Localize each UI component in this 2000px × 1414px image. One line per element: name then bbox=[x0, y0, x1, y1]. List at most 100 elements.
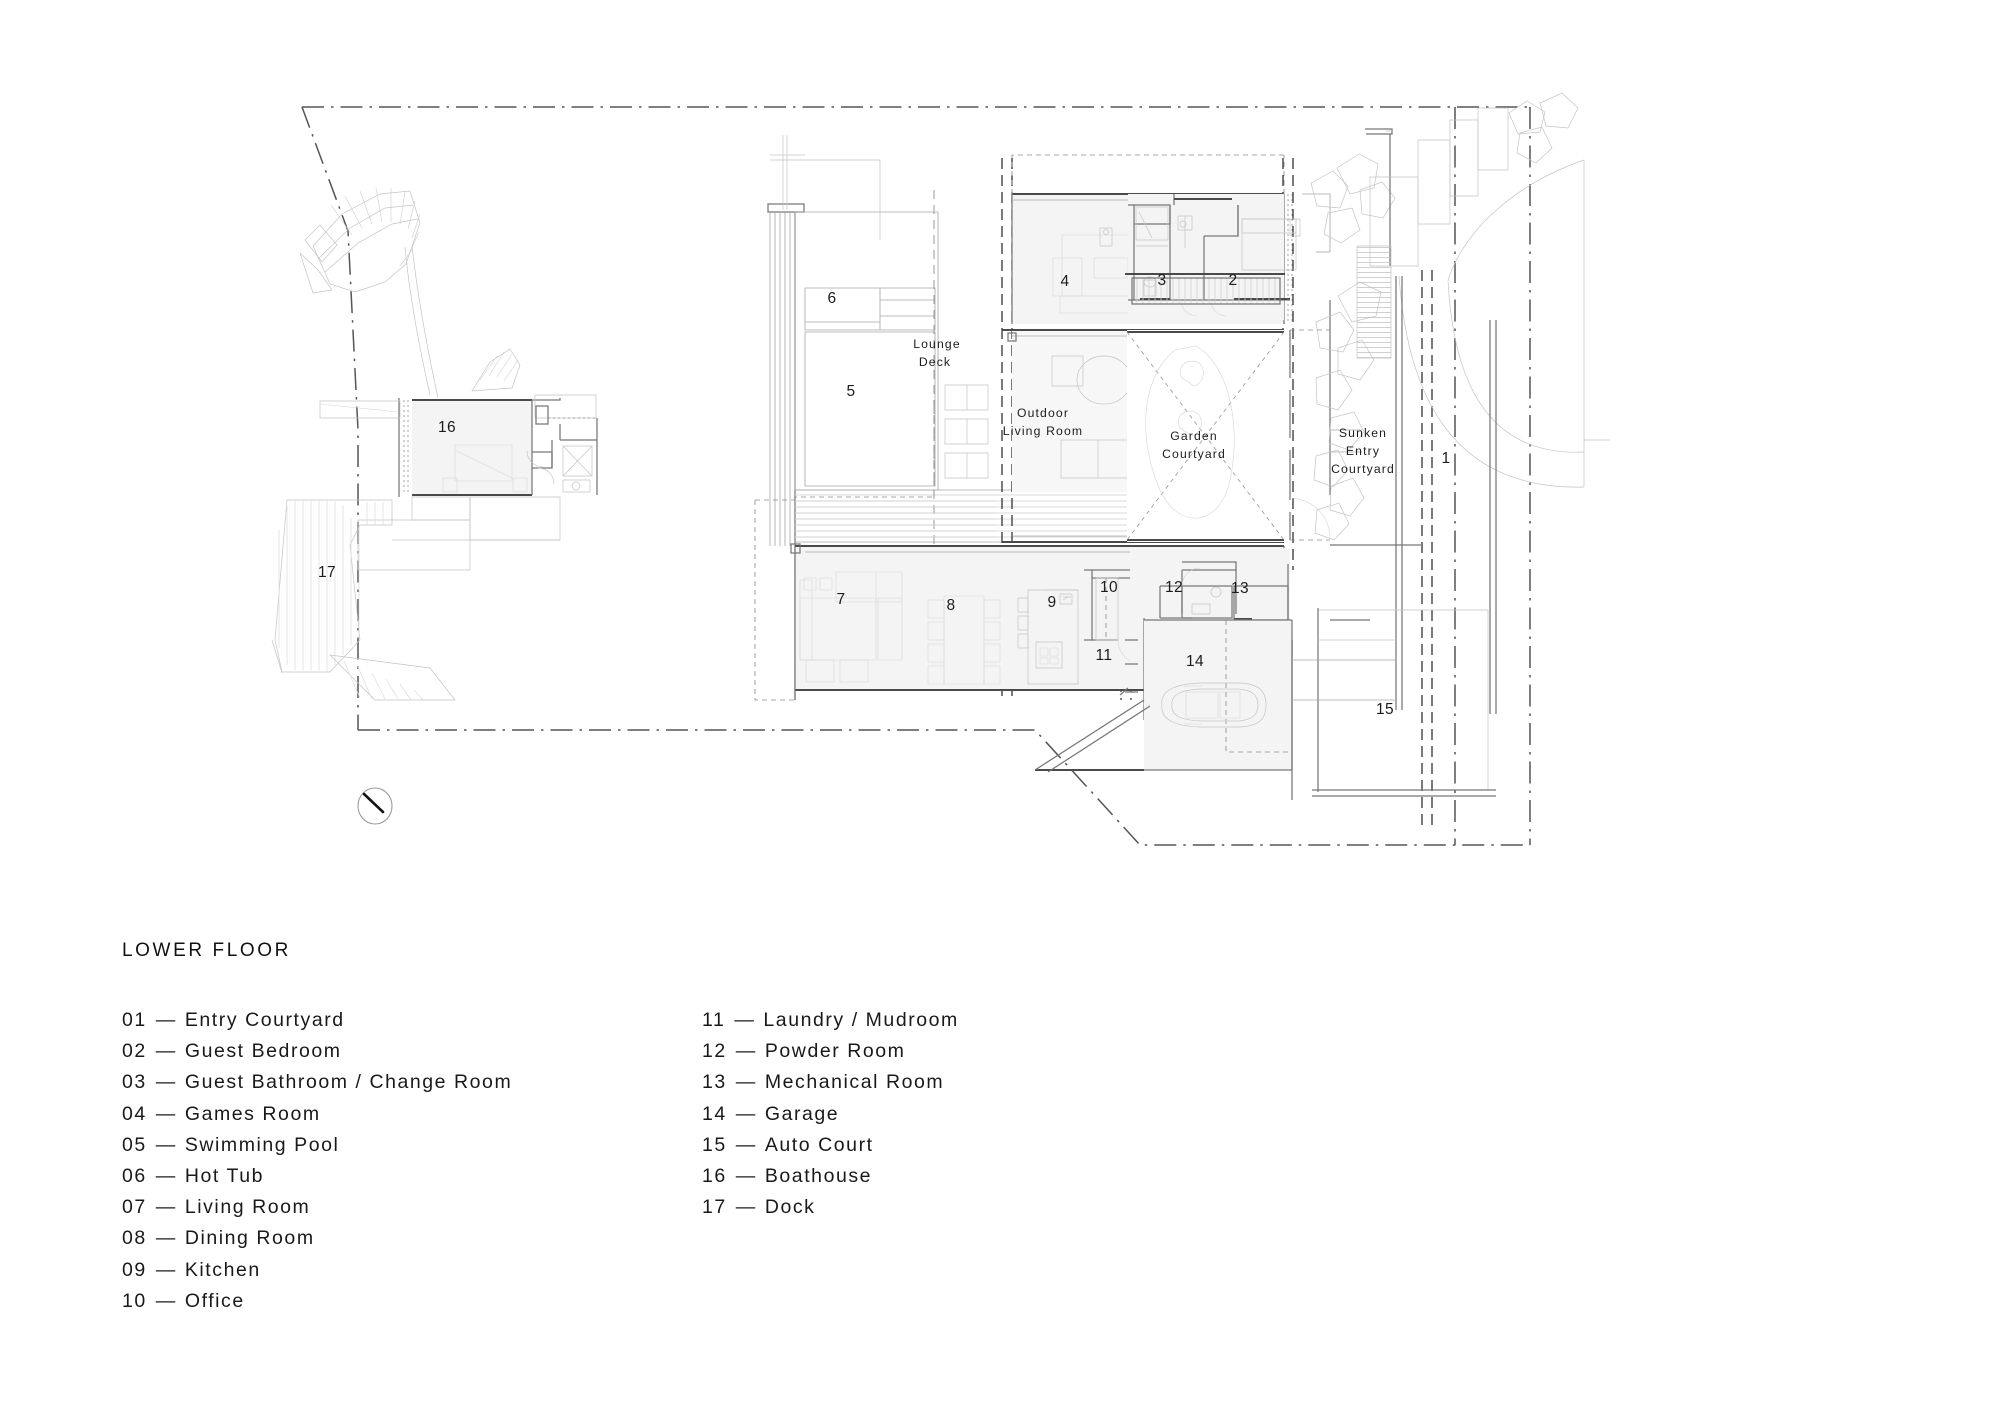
legend-item-number: 02 bbox=[122, 1040, 147, 1063]
legend-item-label: Guest Bedroom bbox=[184, 1040, 342, 1063]
room-tag-8: 8 bbox=[946, 597, 955, 614]
legend-item-label: Dining Room bbox=[184, 1227, 315, 1250]
legend-title: LOWER FLOOR bbox=[122, 940, 292, 961]
legend-item: 15 — Auto Court bbox=[702, 1130, 1282, 1161]
legend-item-dash: — bbox=[735, 1040, 757, 1063]
legend-item-dash: — bbox=[735, 1196, 757, 1219]
legend-item-number: 11 bbox=[702, 1009, 726, 1031]
legend-item: 16 — Boathouse bbox=[702, 1161, 1282, 1192]
legend-item-number: 10 bbox=[122, 1289, 147, 1312]
legend-item-label: Office bbox=[184, 1289, 245, 1312]
legend-item-dash: — bbox=[155, 1196, 177, 1219]
label-garden-courtyard-line1: Garden bbox=[1170, 429, 1218, 443]
label-lounge-deck-line2: Deck bbox=[919, 355, 951, 369]
entry-courtyard-drive bbox=[1356, 92, 1610, 714]
legend-block: LOWER FLOOR 01 — Entry Courtyard 02 — Gu… bbox=[122, 940, 1322, 1317]
legend-item: 12 — Powder Room bbox=[702, 1036, 1282, 1067]
legend-item: 07 — Living Room bbox=[122, 1192, 702, 1223]
legend-item-number: 06 bbox=[122, 1165, 147, 1188]
room-tag-17: 17 bbox=[318, 564, 336, 581]
room-tag-2: 2 bbox=[1228, 272, 1237, 289]
legend-item: 10 — Office bbox=[122, 1286, 702, 1317]
legend-item: 13 — Mechanical Room bbox=[702, 1067, 1282, 1098]
legend-item-number: 15 bbox=[702, 1133, 727, 1156]
entry-corridor bbox=[1289, 193, 1362, 540]
legend-item-dash: — bbox=[735, 1102, 757, 1125]
legend-item-label: Games Room bbox=[184, 1102, 321, 1125]
legend-item: 17 — Dock bbox=[702, 1192, 1282, 1223]
floor-plan-drawing: 6 5 4 3 2 1 7 8 9 10 11 12 13 14 15 16 1… bbox=[271, 92, 1610, 846]
site-walls-right bbox=[1291, 640, 1396, 800]
room-tag-14: 14 bbox=[1186, 653, 1204, 670]
label-sunken-entry-line2: Entry bbox=[1346, 444, 1380, 458]
legend-columns: 01 — Entry Courtyard 02 — Guest Bedroom … bbox=[122, 1005, 1322, 1317]
legend-item: 06 — Hot Tub bbox=[122, 1161, 702, 1192]
pool-deck-hatch bbox=[795, 400, 995, 542]
site-boundary bbox=[301, 106, 1531, 846]
car-symbol bbox=[1161, 682, 1267, 728]
lounge-deck-furniture bbox=[944, 384, 989, 479]
legend-item-label: Guest Bathroom / Change Room bbox=[184, 1071, 513, 1094]
legend-item-label: Dock bbox=[764, 1196, 816, 1219]
label-outdoor-living-line1: Outdoor bbox=[1017, 406, 1069, 420]
legend-item-dash: — bbox=[155, 1009, 177, 1031]
legend-item: 08 — Dining Room bbox=[122, 1223, 702, 1254]
sunken-entry-courtyard bbox=[1310, 153, 1422, 621]
legend-item-label: Mechanical Room bbox=[764, 1071, 945, 1094]
legend-item-dash: — bbox=[155, 1165, 177, 1188]
room-tag-16: 16 bbox=[438, 419, 456, 436]
room-tag-3: 3 bbox=[1157, 272, 1166, 289]
legend-item-dash: — bbox=[735, 1071, 757, 1094]
legend-item-number: 12 bbox=[702, 1040, 727, 1063]
legend-item-dash: — bbox=[155, 1040, 177, 1063]
legend-item-label: Boathouse bbox=[764, 1165, 873, 1188]
room-tag-15: 15 bbox=[1376, 701, 1394, 718]
room-tag-12: 12 bbox=[1165, 579, 1183, 596]
legend-item: 01 — Entry Courtyard bbox=[122, 1005, 702, 1036]
legend-item-number: 05 bbox=[122, 1133, 147, 1156]
legend-item: 09 — Kitchen bbox=[122, 1255, 702, 1286]
room-tag-9: 9 bbox=[1047, 594, 1056, 611]
legend-item-label: Hot Tub bbox=[184, 1165, 264, 1188]
legend-item-label: Kitchen bbox=[184, 1258, 261, 1281]
legend-item-number: 14 bbox=[702, 1102, 727, 1125]
legend-item-dash: — bbox=[734, 1009, 756, 1031]
legend-column-right: 11 — Laundry / Mudroom 12 — Powder Room … bbox=[702, 1005, 1282, 1223]
room-tag-11: 11 bbox=[1096, 647, 1113, 664]
legend-item-dash: — bbox=[155, 1133, 177, 1156]
legend-item-label: Laundry / Mudroom bbox=[763, 1009, 959, 1031]
room-tag-10: 10 bbox=[1100, 579, 1118, 596]
room-tag-6: 6 bbox=[827, 290, 836, 307]
legend-item-label: Swimming Pool bbox=[184, 1133, 340, 1156]
room-tag-13: 13 bbox=[1231, 580, 1249, 597]
legend-item-number: 17 bbox=[702, 1196, 727, 1219]
service-wing bbox=[1034, 548, 1293, 773]
legend-item-number: 07 bbox=[122, 1196, 147, 1219]
legend-item-number: 09 bbox=[122, 1258, 147, 1281]
label-garden-courtyard-line2: Courtyard bbox=[1162, 447, 1226, 461]
legend-item: 03 — Guest Bathroom / Change Room bbox=[122, 1067, 702, 1098]
plan-text-labels: 6 5 4 3 2 1 7 8 9 10 11 12 13 14 15 16 1… bbox=[318, 272, 1450, 718]
legend-item-label: Entry Courtyard bbox=[184, 1009, 345, 1031]
legend-item-number: 16 bbox=[702, 1165, 727, 1188]
room-tag-5: 5 bbox=[846, 383, 855, 400]
legend-item-label: Garage bbox=[764, 1102, 840, 1125]
legend-item: 02 — Guest Bedroom bbox=[122, 1036, 702, 1067]
legend-item-number: 04 bbox=[122, 1102, 147, 1125]
legend-item-dash: — bbox=[155, 1102, 177, 1125]
legend-item-label: Powder Room bbox=[764, 1040, 906, 1063]
roof-overhang-guides bbox=[754, 154, 1330, 701]
legend-item-dash: — bbox=[735, 1133, 757, 1156]
legend-item: 05 — Swimming Pool bbox=[122, 1130, 702, 1161]
room-tag-1: 1 bbox=[1441, 450, 1450, 467]
room-tag-7: 7 bbox=[836, 591, 845, 608]
legend-item: 04 — Games Room bbox=[122, 1099, 702, 1130]
legend-item-number: 08 bbox=[122, 1227, 147, 1250]
label-outdoor-living-line2: Living Room bbox=[1003, 424, 1083, 438]
room-tag-4: 4 bbox=[1060, 273, 1069, 290]
shoreline-and-stairs bbox=[271, 187, 598, 701]
auto-court bbox=[1312, 608, 1496, 797]
legend-item: 14 — Garage bbox=[702, 1099, 1282, 1130]
legend-item-dash: — bbox=[735, 1165, 757, 1188]
north-arrow-icon bbox=[357, 787, 393, 825]
